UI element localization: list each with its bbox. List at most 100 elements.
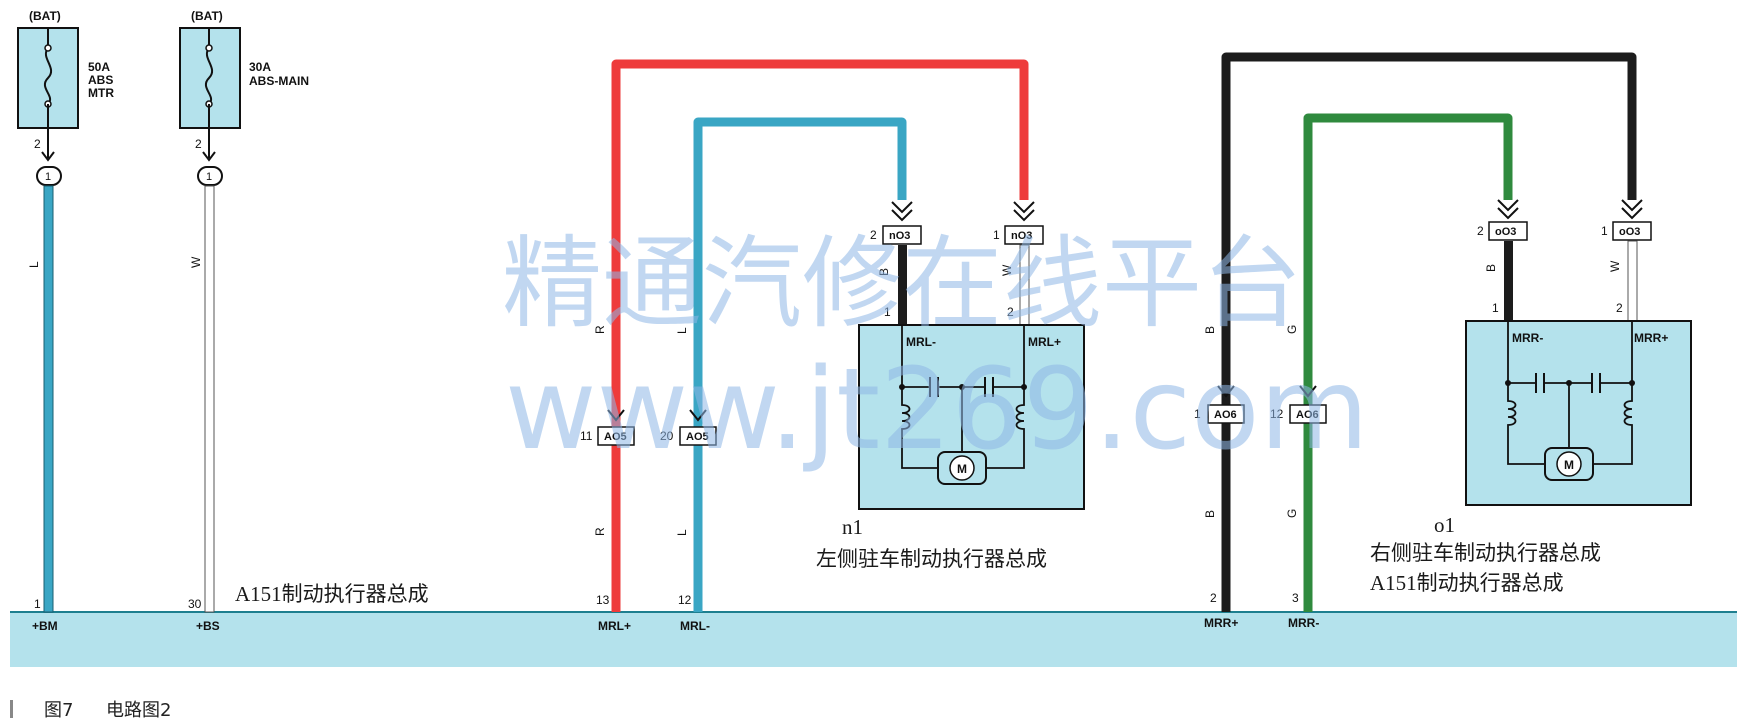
watermark-line2: www.jt269.com — [505, 345, 1369, 475]
fuse-icon — [43, 47, 53, 105]
arrow-down-icon — [689, 409, 707, 422]
svg-text:AO6: AO6 — [1296, 409, 1319, 421]
wire-color-label: W — [1000, 264, 1014, 276]
arrow-down-icon — [1013, 201, 1035, 222]
svg-text:M: M — [1564, 458, 1574, 472]
box-pin: 1 — [1492, 301, 1499, 315]
coil-icon — [1507, 383, 1545, 465]
terminal-name: MRL+ — [598, 619, 631, 633]
connector-oo3-2: oO3 2 — [1477, 199, 1528, 241]
fuse-icon — [204, 47, 214, 105]
wire-color-label: W — [189, 256, 203, 268]
arrow-down-icon — [1299, 385, 1317, 398]
svg-text:AO5: AO5 — [604, 431, 627, 443]
wire-l-bm — [43, 185, 54, 613]
actuator-id: o1 — [1434, 513, 1455, 537]
fuse-name-line: ABS-MAIN — [249, 74, 309, 88]
inline-connector-ao5-20: AO5 20 — [660, 409, 717, 446]
terminal-name: MRL+ — [1028, 335, 1061, 349]
connector-pin: 20 — [660, 429, 674, 443]
arrow-down-icon — [891, 201, 913, 222]
svg-text:AO5: AO5 — [686, 431, 709, 443]
actuator-name: 右侧驻车制动执行器总成 — [1370, 541, 1601, 565]
wire-g-mrr-minus — [1303, 113, 1513, 612]
coil-icon — [901, 387, 938, 469]
terminal-pin: 2 — [1210, 591, 1217, 605]
inline-connector-ao6-1: AO6 1 — [1194, 385, 1245, 424]
figure-number: 图7 — [44, 700, 73, 721]
wire-color-label: R — [593, 325, 607, 334]
arrow-down-icon — [607, 409, 625, 422]
watermark-line1: 精通汽修在线平台 — [502, 225, 1302, 342]
wire-b-short — [1504, 241, 1513, 321]
connector-no3-2: nO3 2 — [870, 201, 922, 245]
box-pin: 1 — [884, 305, 891, 319]
wire-color-label: B — [1484, 264, 1498, 272]
connector-pin: 2 — [870, 228, 877, 242]
caption-marker — [10, 700, 13, 718]
coil-icon — [1593, 383, 1633, 465]
connector-pin: 1 — [1601, 224, 1608, 238]
terminal-pin: 1 — [34, 597, 41, 611]
connector-pin: 2 — [1477, 224, 1484, 238]
connector-pin: 1 — [1194, 407, 1201, 421]
actuator-id: n1 — [842, 515, 863, 539]
arrow-down-icon — [202, 151, 216, 162]
svg-text:AO6: AO6 — [1214, 409, 1237, 421]
wire-color-label: B — [1203, 326, 1217, 334]
svg-text:nO3: nO3 — [889, 230, 910, 242]
fuse-rating: 30A — [249, 60, 271, 74]
box-pin: 2 — [1616, 301, 1623, 315]
inline-connector-ao5-11: AO5 11 — [580, 409, 635, 446]
wire-r-mrl-plus — [611, 59, 1029, 612]
terminal-name: MRR+ — [1634, 331, 1668, 345]
arrow-down-icon — [41, 151, 55, 162]
fuse-rating: 50A — [88, 60, 110, 74]
connector-oval — [36, 166, 62, 186]
wire-color-label: B — [1203, 510, 1217, 518]
wire-w-bs — [204, 185, 215, 613]
svg-text:oO3: oO3 — [1495, 226, 1516, 238]
right-actuator-box: MRR- MRR+ M — [1465, 320, 1692, 506]
figure-title: 电路图2 — [106, 700, 171, 721]
wire-l-mrl-minus — [693, 117, 907, 612]
fuse-source-label: (BAT) — [191, 9, 223, 23]
svg-text:nO3: nO3 — [1011, 230, 1032, 242]
wire-color-label: B — [877, 268, 891, 276]
left-actuator-box: MRL- MRL+ M — [858, 324, 1085, 510]
terminal-name: MRL- — [680, 619, 710, 633]
terminal-pin: 13 — [596, 593, 610, 607]
fuse-abs-mtr: (BAT) 50A ABS MTR 2 1 — [17, 9, 114, 186]
wire-color-label: L — [675, 327, 689, 334]
wire-color-label: G — [1285, 325, 1299, 334]
actuator-name: A151制动执行器总成 — [1370, 571, 1564, 595]
wire-color-label: L — [675, 529, 689, 536]
fuse-out-pin: 2 — [34, 137, 41, 151]
connector-pin: 1 — [206, 171, 212, 183]
terminal-name: MRL- — [906, 335, 936, 349]
connector-pin: 1 — [45, 171, 51, 183]
wire-color-label: L — [27, 261, 41, 268]
wire-w-short — [1627, 240, 1638, 322]
terminal-pin: 12 — [678, 593, 692, 607]
connector-oo3-1: oO3 1 — [1601, 199, 1652, 241]
terminal-name: MRR- — [1512, 331, 1543, 345]
wire-b-mrr-plus — [1221, 52, 1637, 612]
terminal-name: MRR+ — [1204, 616, 1238, 630]
connector-oval — [197, 166, 223, 186]
assembly-label: A151制动执行器总成 — [235, 582, 429, 606]
inline-connector-ao6-12: AO6 12 — [1270, 385, 1327, 424]
wire-b-short — [898, 245, 907, 325]
terminal-name: MRR- — [1288, 616, 1319, 630]
fuse-name-line: ABS — [88, 73, 113, 87]
fuse-source-label: (BAT) — [29, 9, 61, 23]
assembly-bus-fill — [10, 612, 1737, 667]
wire-color-label: W — [1608, 260, 1622, 272]
connector-pin: 12 — [1270, 407, 1284, 421]
arrow-down-icon — [1621, 199, 1643, 220]
actuator-name: 左侧驻车制动执行器总成 — [816, 547, 1047, 571]
connector-pin: 11 — [580, 429, 593, 443]
arrow-down-icon — [1497, 199, 1519, 220]
fuse-name-line: MTR — [88, 86, 114, 100]
